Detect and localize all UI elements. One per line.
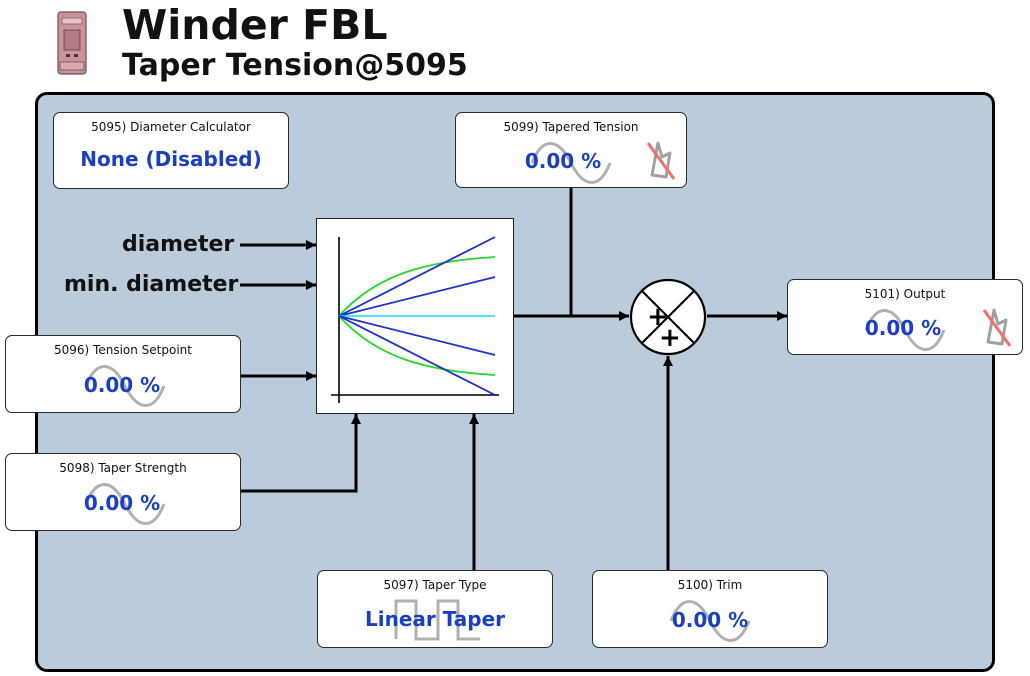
summer-sign-bottom: + [659, 323, 681, 353]
tapered-tension-value: 0.00 % [524, 149, 602, 173]
sine-wave-icon [864, 309, 946, 351]
sine-wave-icon [84, 483, 166, 525]
output-param[interactable]: 5101) Output 0.00 % [787, 279, 1023, 355]
taper-curve-plot [331, 236, 499, 403]
drive-module-icon [57, 11, 87, 75]
diameter-calculator-param[interactable]: 5095) Diameter Calculator None (Disabled… [53, 112, 289, 189]
page-title: Winder FBL [122, 1, 388, 49]
tension-setpoint-label: 5096) Tension Setpoint [54, 343, 192, 357]
sine-wave-icon [530, 142, 612, 184]
diameter-calculator-label: 5095) Diameter Calculator [91, 120, 251, 134]
taper-type-label: 5097) Taper Type [383, 578, 487, 592]
sine-wave-icon [84, 365, 166, 407]
min-diameter-input-label: min. diameter [64, 272, 239, 297]
output-value: 0.00 % [864, 316, 942, 340]
diameter-input-label: diameter [122, 232, 235, 257]
summer-sign-top: + [647, 302, 669, 332]
no-auto-icon [646, 141, 676, 180]
tapered-tension-label: 5099) Tapered Tension [503, 120, 639, 134]
output-label: 5101) Output [864, 287, 946, 301]
tension-setpoint-value: 0.00 % [83, 373, 161, 397]
taper-strength-label: 5098) Taper Strength [59, 461, 187, 475]
square-wave-icon [394, 599, 480, 641]
taper-strength-param[interactable]: 5098) Taper Strength 0.00 % [5, 453, 241, 531]
tapered-tension-param[interactable]: 5099) Tapered Tension 0.00 % [455, 112, 687, 188]
trim-label: 5100) Trim [677, 578, 743, 592]
trim-value: 0.00 % [671, 608, 749, 632]
taper-strength-value: 0.00 % [83, 491, 161, 515]
no-auto-icon [982, 308, 1012, 347]
trim-param[interactable]: 5100) Trim 0.00 % [592, 570, 828, 648]
tension-setpoint-param[interactable]: 5096) Tension Setpoint 0.00 % [5, 335, 241, 413]
summing-junction: + + [629, 278, 707, 356]
taper-type-param[interactable]: 5097) Taper Type Linear Taper [317, 570, 553, 648]
block-subtitle: Taper Tension@5095 [122, 48, 468, 83]
sine-wave-icon [669, 600, 751, 642]
diameter-calculator-value: None (Disabled) [80, 147, 262, 171]
taper-type-value: Linear Taper [364, 607, 506, 631]
taper-curve-graph [316, 218, 514, 414]
